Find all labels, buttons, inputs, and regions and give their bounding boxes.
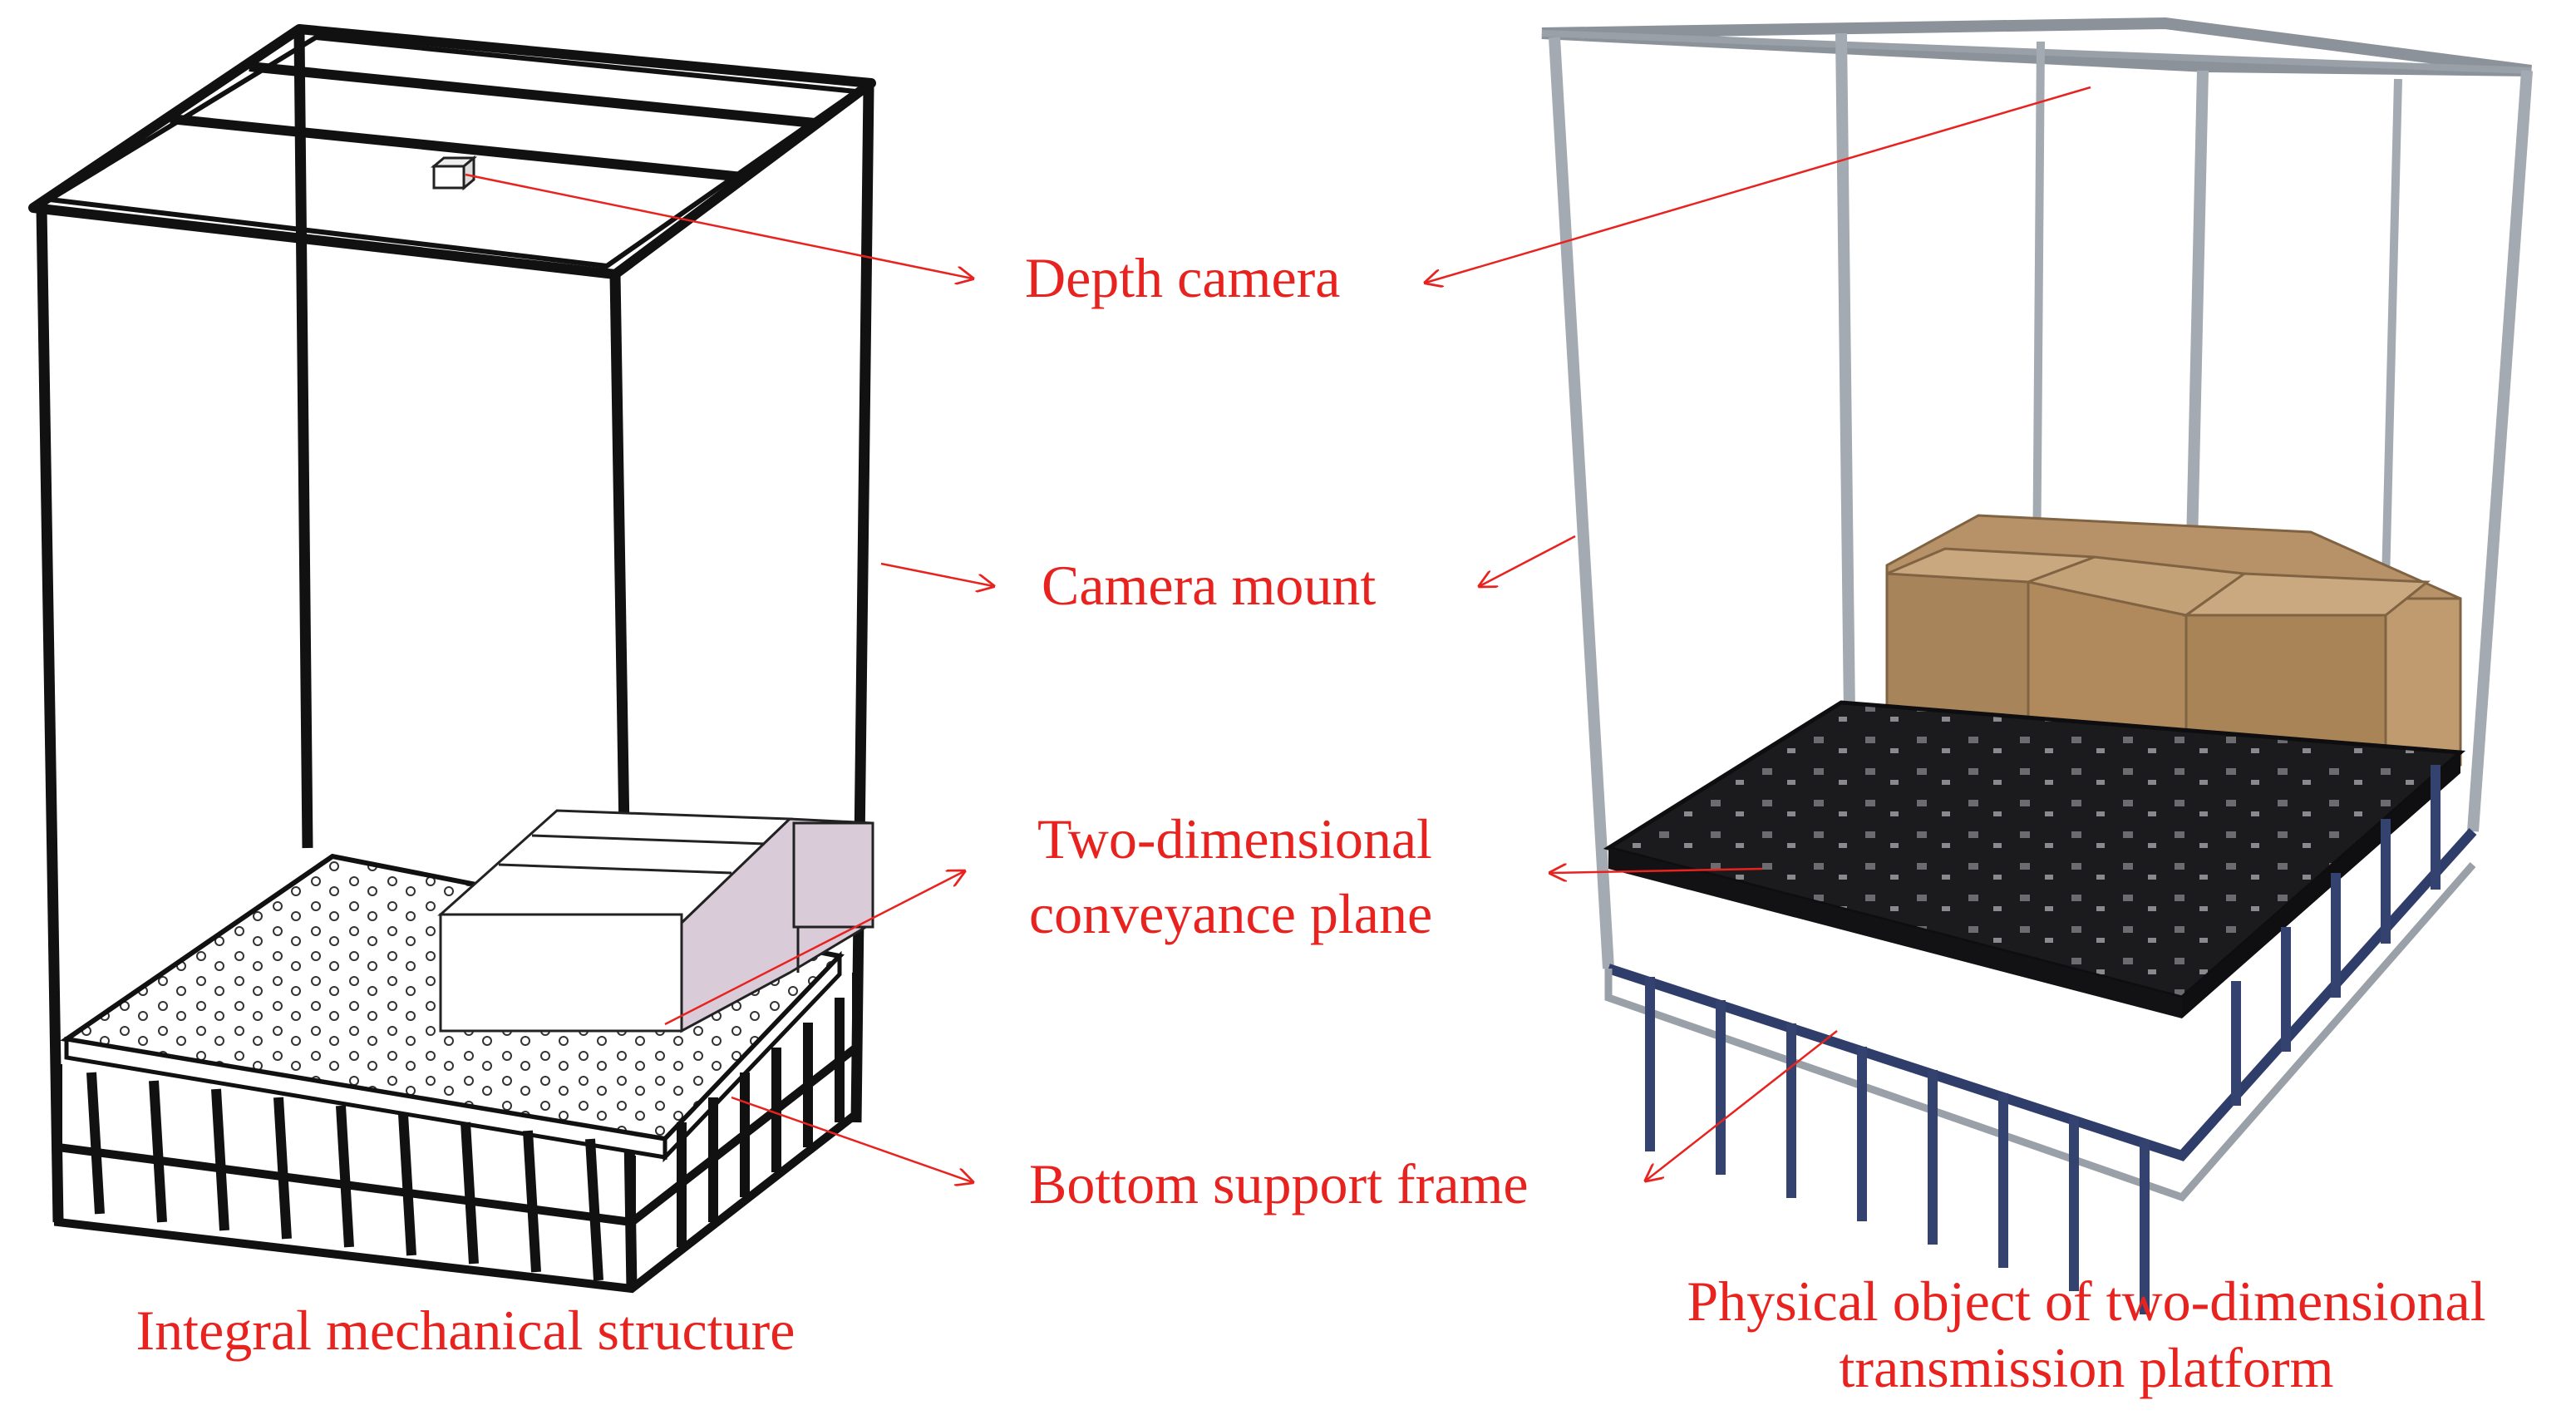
arrow-icon <box>664 871 964 1026</box>
frame-leg <box>273 1097 292 1240</box>
label-camera-mount: Camera mount <box>1042 554 1377 617</box>
left-mechanical-drawing <box>28 24 876 1294</box>
label-bottom-support-frame: Bottom support frame <box>1029 1152 1529 1215</box>
frame-leg <box>523 1130 541 1273</box>
frame-leg <box>149 1080 167 1223</box>
left-frame-legs <box>86 998 845 1281</box>
frame-leg <box>398 1113 416 1256</box>
top-frame <box>28 24 876 279</box>
caption-right-line2: transmission platform <box>1839 1336 2334 1400</box>
arrow-icon <box>1480 535 1576 586</box>
caption-right-line1: Physical object of two-dimensional <box>1687 1270 2486 1333</box>
arrow-icon <box>880 562 993 586</box>
arrow-icon <box>731 1096 973 1182</box>
arrow-icon <box>1550 869 1763 873</box>
caption-right: Physical object of two-dimensional trans… <box>1629 1268 2544 1401</box>
frame-leg <box>336 1105 354 1248</box>
camera-icon <box>430 155 478 191</box>
right-bottom-support-frame <box>1604 827 2477 1202</box>
caption-left: Integral mechanical structure <box>135 1299 795 1362</box>
frame-leg <box>461 1122 479 1265</box>
right-conveyance-plane <box>1603 700 2466 1018</box>
label-depth-camera: Depth camera <box>1025 246 1341 309</box>
frame-leg <box>585 1138 603 1281</box>
right-frame-legs <box>1645 765 2441 1314</box>
arrow-icon <box>1646 1030 1838 1181</box>
label-conveyance-line1: Two-dimensional <box>1037 807 1432 870</box>
frame-leg <box>86 1072 105 1215</box>
arrow-icon <box>465 173 973 279</box>
label-conveyance-line2: conveyance plane <box>1029 882 1433 945</box>
right-physical-object <box>1541 17 2533 1314</box>
callout-arrows <box>465 86 2091 1182</box>
arrow-icon <box>1426 86 2091 283</box>
left-boxes <box>437 809 874 1033</box>
frame-leg <box>211 1088 229 1231</box>
